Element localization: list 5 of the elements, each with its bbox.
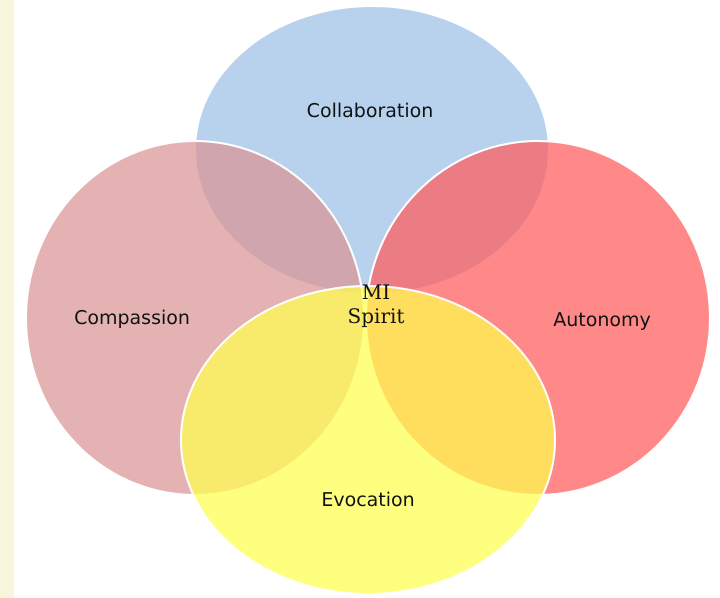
circle-label: Compassion <box>74 307 190 329</box>
circle-label: Collaboration <box>306 100 434 122</box>
circle-label: Autonomy <box>553 309 651 331</box>
center-label: MI Spirit <box>346 280 406 328</box>
circle-label: Evocation <box>321 489 415 511</box>
